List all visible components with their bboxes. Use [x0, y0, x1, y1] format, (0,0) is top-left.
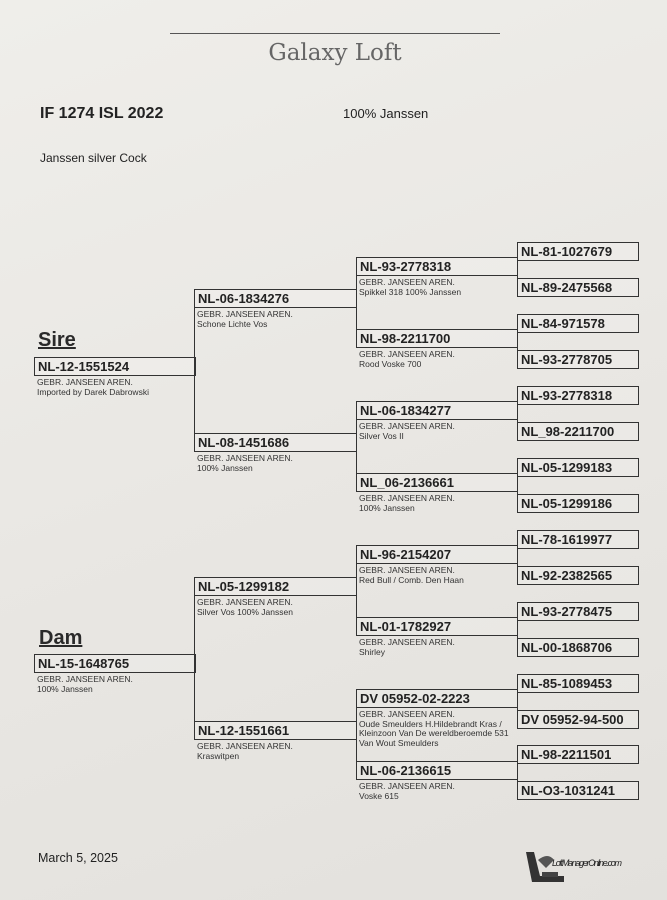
pedigree-ring-box: NL-06-2136615 — [356, 761, 518, 780]
loft-title: Galaxy Loft — [268, 40, 402, 66]
pigeon-note: Silver Vos II — [359, 430, 404, 441]
breeder-text: GEBR. JANSEEN AREN. — [359, 349, 455, 359]
pigeon-note: Spikkel 318 100% Janssen — [359, 286, 462, 297]
pedigree-ring-box: DV 05952-94-500 — [517, 710, 639, 729]
pedigree-ring-box: NL-01-1782927 — [356, 617, 518, 636]
pedigree-ring-box: NL-78-1619977 — [517, 530, 639, 549]
pedigree-ring-box: NL-98-2211700 — [356, 329, 518, 348]
pedigree-ring-box: NL-06-1834277 — [356, 401, 518, 420]
dam-label: Dam — [39, 627, 83, 649]
pedigree-ring-box: NL-93-2778318 — [356, 257, 518, 276]
pigeon-note: Silver Vos 100% Janssen — [197, 606, 293, 617]
pigeon-note: Imported by Darek Dabrowski — [37, 386, 149, 397]
pigeon-note: Rood Voske 700 — [359, 358, 422, 369]
pedigree-ring-box: NL-12-1551524 — [34, 357, 196, 376]
pedigree-ring-box: NL-93-2778318 — [517, 386, 639, 405]
breeder-text: GEBR. JANSEEN AREN. — [359, 637, 455, 647]
pigeon-note: 100% Janssen — [359, 502, 415, 513]
connector-line — [194, 586, 195, 730]
pedigree-ring-box: NL-05-1299186 — [517, 494, 639, 513]
connector-line — [356, 554, 357, 626]
pedigree-ring-box: NL-93-2778705 — [517, 350, 639, 369]
pedigree-ring-box: NL-15-1648765 — [34, 654, 196, 673]
breeder-text: GEBR. JANSEEN AREN. — [359, 493, 455, 503]
pedigree-ring-box: NL-84-971578 — [517, 314, 639, 333]
pedigree-ring-box: NL-00-1868706 — [517, 638, 639, 657]
connector-line — [517, 683, 518, 719]
pedigree-ring-box: NL-98-2211501 — [517, 745, 639, 764]
pigeon-note: 100% Janssen — [37, 683, 93, 694]
connector-line — [517, 754, 518, 790]
breeder-text: GEBR. JANSEEN AREN. — [359, 565, 455, 575]
pigeon-ring: IF 1274 ISL 2022 — [40, 105, 164, 122]
pigeon-note: Shirley — [359, 646, 385, 657]
connector-line — [517, 395, 518, 431]
pedigree-ring-box: NL_06-2136661 — [356, 473, 518, 492]
pigeon-note: Oude Smeulders H.Hildebrandt Kras / Klei… — [359, 718, 509, 748]
title-rule — [170, 33, 500, 34]
connector-line — [517, 251, 518, 287]
connector-line — [517, 467, 518, 503]
pedigree-ring-box: DV 05952-02-2223 — [356, 689, 518, 708]
breeder-text: GEBR. JANSEEN AREN. — [37, 377, 133, 387]
pedigree-ring-box: NL-85-1089453 — [517, 674, 639, 693]
connector-line — [356, 266, 357, 338]
pigeon-note: Red Bull / Comb. Den Haan — [359, 574, 464, 585]
pedigree-ring-box: NL-05-1299182 — [194, 577, 357, 596]
pedigree-ring-box: NL-O3-1031241 — [517, 781, 639, 800]
pedigree-ring-box: NL-93-2778475 — [517, 602, 639, 621]
breeder-text: GEBR. JANSEEN AREN. — [359, 277, 455, 287]
breeder-text: GEBR. JANSEEN AREN. — [197, 309, 293, 319]
pigeon-note: 100% Janssen — [197, 462, 253, 473]
pedigree-ring-box: NL-05-1299183 — [517, 458, 639, 477]
pedigree-ring-box: NL-81-1027679 — [517, 242, 639, 261]
connector-line — [194, 298, 195, 442]
breeder-text: GEBR. JANSEEN AREN. — [359, 709, 455, 719]
pigeon-note: Schone Lichte Vos — [197, 318, 268, 329]
svg-text:LoftManagerOnline.com: LoftManagerOnline.com — [552, 858, 623, 868]
breeder-text: GEBR. JANSEEN AREN. — [197, 741, 293, 751]
pigeon-description: Janssen silver Cock — [40, 151, 147, 165]
print-date: March 5, 2025 — [38, 851, 118, 865]
sire-label: Sire — [38, 329, 76, 351]
connector-line — [517, 323, 518, 359]
loftmanager-logo: LoftManagerOnline.com — [526, 852, 623, 882]
pedigree-ring-box: NL-96-2154207 — [356, 545, 518, 564]
breeder-text: GEBR. JANSEEN AREN. — [359, 781, 455, 791]
connector-line — [356, 410, 357, 482]
pedigree-ring-box: NL_98-2211700 — [517, 422, 639, 441]
connector-line — [356, 698, 357, 770]
breeder-text: GEBR. JANSEEN AREN. — [37, 674, 133, 684]
pedigree-ring-box: NL-92-2382565 — [517, 566, 639, 585]
pedigree-ring-box: NL-06-1834276 — [194, 289, 357, 308]
pedigree-ring-box: NL-89-2475568 — [517, 278, 639, 297]
pigeon-strain: 100% Janssen — [343, 106, 429, 121]
connector-line — [517, 539, 518, 575]
pedigree-ring-box: NL-08-1451686 — [194, 433, 357, 452]
breeder-text: GEBR. JANSEEN AREN. — [359, 421, 455, 431]
breeder-text: GEBR. JANSEEN AREN. — [197, 597, 293, 607]
pigeon-note: Voske 615 — [359, 790, 399, 801]
connector-line — [517, 611, 518, 647]
pedigree-ring-box: NL-12-1551661 — [194, 721, 357, 740]
breeder-text: GEBR. JANSEEN AREN. — [197, 453, 293, 463]
pigeon-note: Kraswitpen — [197, 750, 240, 761]
